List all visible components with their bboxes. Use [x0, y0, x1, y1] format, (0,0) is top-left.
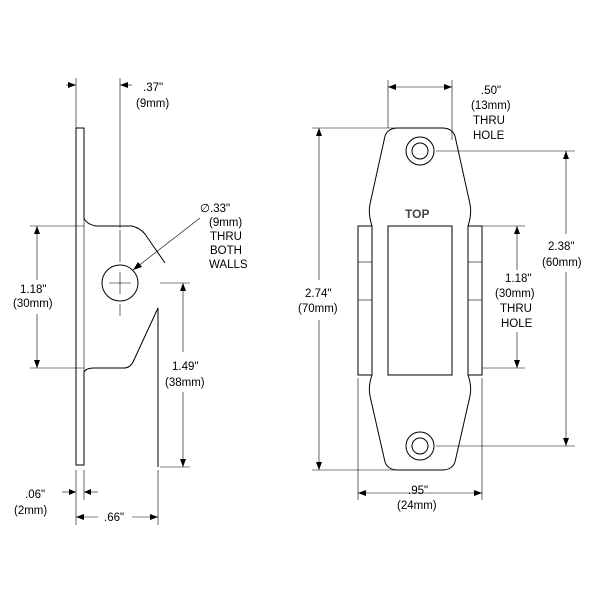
thickness-value: .06" — [25, 489, 45, 501]
left-flange — [357, 225, 373, 376]
dim-top-offset-metric: (9mm) — [136, 98, 169, 110]
dim-top-offset: .37" (9mm) — [66, 78, 169, 228]
hole-center-distance-metric: (60mm) — [542, 257, 582, 269]
dim-thickness: .06" (2mm) — [14, 470, 98, 517]
front-view-part: TOP — [357, 127, 483, 471]
side-view-hole — [101, 264, 139, 302]
right-flange — [467, 225, 483, 376]
depth-value: .66" — [104, 512, 124, 524]
hole-spacing-note-1: THRU — [473, 115, 505, 127]
bottom-mount-hole-outer — [405, 431, 435, 461]
hole-height-metric: (30mm) — [13, 298, 53, 310]
overall-height-value: 2.74" — [305, 288, 331, 300]
hole-spacing-value: .50" — [481, 85, 501, 97]
hole-dia-note-1: THRU — [210, 231, 242, 243]
slot-height-value: 1.18" — [505, 273, 531, 285]
bottom-mount-hole-inner — [411, 437, 429, 455]
dim-width: .95" (24mm) — [357, 378, 483, 512]
dim-top-offset-value: .37" — [143, 82, 163, 94]
dim-hole-height: 1.18" (30mm) — [13, 225, 84, 369]
thickness-metric: (2mm) — [14, 505, 47, 517]
dim-lower-height: 1.49" (38mm) — [160, 282, 205, 468]
hole-dia-note-2: BOTH — [210, 245, 242, 257]
slot-height-metric: (30mm) — [495, 288, 535, 300]
side-view-upper-outline — [76, 127, 166, 264]
dim-hole-spacing-top: .50" (13mm) THRU HOLE — [387, 80, 511, 142]
top-mount-hole-outer — [405, 136, 435, 166]
lower-height-value: 1.49" — [172, 361, 198, 373]
slot-height-note-1: THRU — [500, 303, 532, 315]
dim-overall-height: 2.74" (70mm) — [298, 127, 398, 471]
front-slot — [387, 225, 453, 376]
hole-height-value: 1.18" — [20, 284, 46, 296]
top-marking: TOP — [405, 207, 429, 221]
front-plate-outline — [368, 127, 472, 471]
side-view-outline — [75, 128, 159, 467]
dim-slot-height: 1.18" (30mm) THRU HOLE — [482, 225, 535, 369]
dim-hole-center-distance: 2.38" (60mm) — [436, 150, 582, 447]
hole-dia-metric: (9mm) — [209, 217, 242, 229]
overall-height-metric: (70mm) — [298, 303, 338, 315]
slot-height-note-2: HOLE — [501, 318, 533, 330]
hole-center-distance-value: 2.38" — [548, 241, 574, 253]
lower-height-metric: (38mm) — [165, 377, 205, 389]
side-view-part — [75, 127, 166, 467]
top-mount-hole-inner — [411, 142, 429, 160]
hole-spacing-note-2: HOLE — [473, 130, 505, 142]
hole-dia-note-3: WALLS — [209, 259, 248, 271]
dim-depth: .66" — [75, 470, 159, 525]
width-metric: (24mm) — [397, 500, 437, 512]
dim-hole-diameter: ∅.33" (9mm) THRU BOTH WALLS — [132, 203, 248, 271]
hole-dia-value: ∅.33" — [200, 203, 230, 215]
hole-spacing-metric: (13mm) — [471, 100, 511, 112]
width-value: .95" — [408, 485, 428, 497]
